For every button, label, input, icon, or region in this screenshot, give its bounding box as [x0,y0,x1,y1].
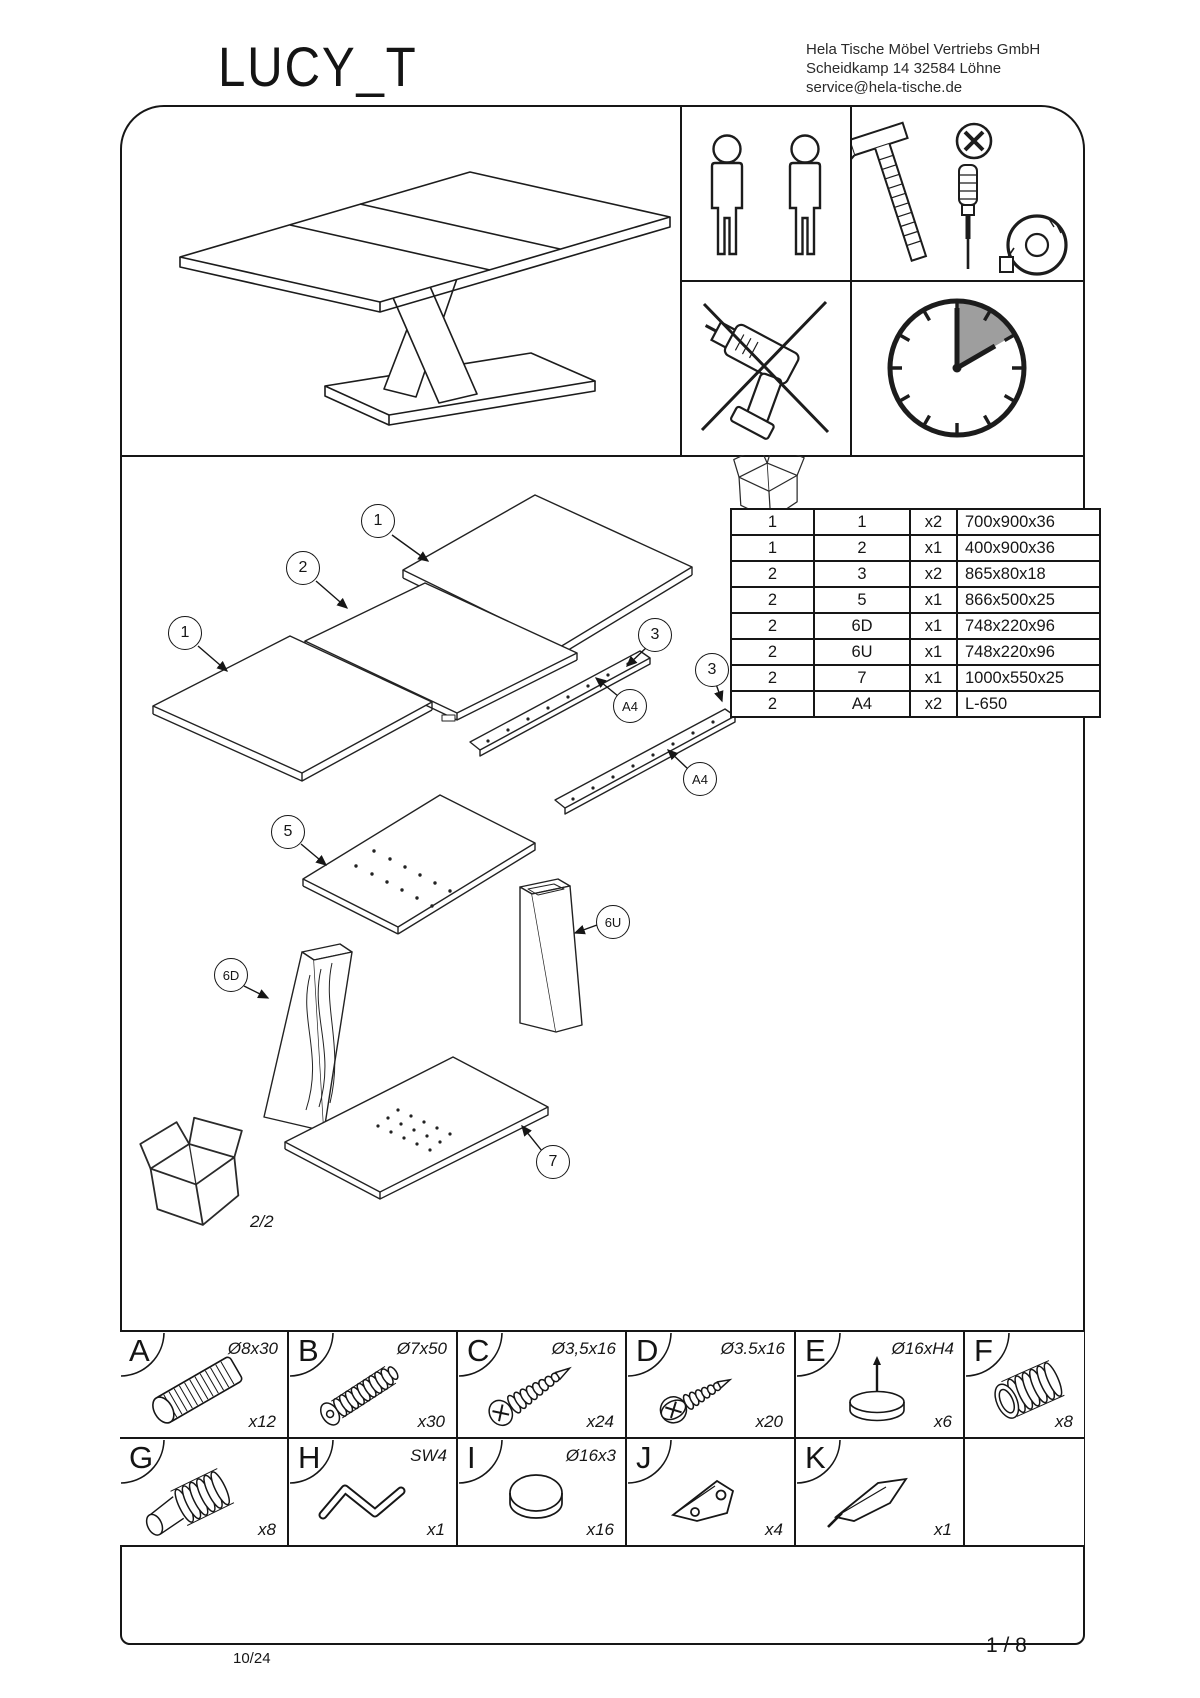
company-line: Hela Tische Möbel Vertriebs GmbH [806,41,1041,58]
threaded-sleeve-icon [994,1360,1065,1419]
confirmat-screw-icon [319,1365,399,1426]
callout-balloon: 5 [271,815,305,849]
hardware-empty-cell [965,1439,1084,1547]
hardware-item-D: D Ø3.5x16 x20 [627,1332,796,1439]
table-illustration [179,171,671,426]
divider [680,280,1083,282]
screwdriver-icon [958,164,978,269]
countersunk-screw-icon [488,1366,572,1427]
clock-icon [887,298,1027,438]
wood-dowel-icon [152,1356,243,1424]
exploded-diagram [137,455,805,1232]
nail-glide-icon [849,1356,905,1422]
hardware-item-B: B Ø7x50 x30 [289,1332,458,1439]
allen-key-icon [318,1484,406,1520]
callout-balloon: 2 [286,551,320,585]
pan-head-screw-icon [659,1378,733,1424]
no-drill-icon [700,300,830,440]
corner-bracket-icon [670,1479,735,1522]
divider [122,455,1083,457]
callout-balloon: 1 [168,616,202,650]
scraper-tool-icon [827,1477,908,1528]
hardware-item-K: K x1 [796,1439,965,1547]
footer-date: 10/24 [233,1650,271,1667]
hammer-icon [852,121,928,262]
company-address: Hela Tische Möbel Vertriebs GmbH Scheidk… [806,40,1040,98]
tools-icons [852,121,1068,276]
hardware-table: A Ø8x30 x12 B Ø7x50 [120,1330,1085,1547]
footer-page-number: 1 / 8 [986,1634,1027,1657]
company-line: service@hela-tische.de [806,79,963,97]
hardware-item-C: C Ø3,5x16 x24 [458,1332,627,1439]
hardware-item-H: H SW4 x1 [289,1439,458,1547]
threaded-bolt-icon [145,1468,235,1536]
tape-measure-icon [999,214,1068,276]
phillips-icon [955,122,993,160]
sheet-border [120,105,1085,1645]
hardware-item-I: I Ø16x3 x16 [458,1439,627,1547]
callout-balloon: 6U [596,905,630,939]
hardware-item-E: E Ø16xH4 x6 [796,1332,965,1439]
callout-balloon: 6D [214,958,248,992]
hardware-item-F: F x8 [965,1332,1084,1439]
box-count-label: 2/2 [250,1212,274,1231]
page-title: LUCY_T [218,35,418,98]
callout-balloon: 1 [361,504,395,538]
open-box-icon [137,1112,253,1232]
two-person-icon [710,134,822,256]
callout-balloon: A4 [613,689,647,723]
hardware-item-A: A Ø8x30 x12 [120,1332,289,1439]
callout-balloon: 3 [695,653,729,687]
callout-balloon: A4 [683,762,717,796]
cover-cap-icon [509,1474,563,1519]
company-line: Scheidkamp 14 32584 Löhne [806,60,1002,78]
hardware-item-G: G x8 [120,1439,289,1547]
callout-balloon: 3 [638,618,672,652]
hardware-item-J: J x4 [627,1439,796,1547]
callout-balloon: 7 [536,1145,570,1179]
